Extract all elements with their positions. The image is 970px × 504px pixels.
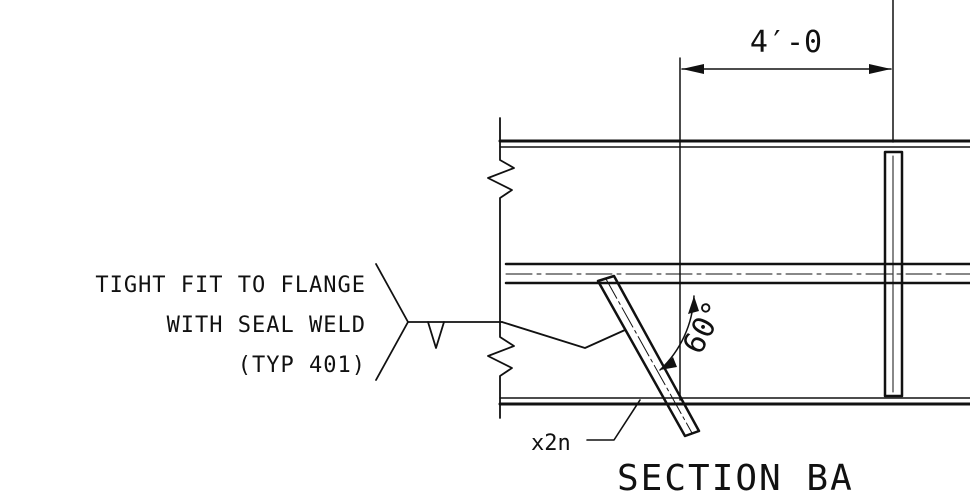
multiplier-leader xyxy=(586,399,641,441)
web-plate xyxy=(504,262,970,285)
multiplier-label: x2n xyxy=(531,431,571,456)
angle-indicator xyxy=(659,295,699,371)
dim-arrow-left xyxy=(682,64,704,74)
dim-arrow-right xyxy=(869,64,891,74)
dimension xyxy=(679,0,894,401)
weld-note-line-2: WITH SEAL WELD xyxy=(167,313,366,338)
bottom-flange xyxy=(498,397,970,406)
diagonal-stiffener xyxy=(596,274,701,438)
top-flange xyxy=(498,139,970,148)
section-title: SECTION BA xyxy=(617,458,854,499)
weld-note-line-1: TIGHT FIT TO FLANGE xyxy=(95,273,366,298)
angle-label: 60° xyxy=(676,295,732,359)
transverse-stiffener xyxy=(882,150,905,398)
dimension-label: 4′-0 xyxy=(750,25,822,60)
angle-arrow-top xyxy=(688,296,699,314)
weld-symbol xyxy=(375,263,626,381)
weld-note-line-3: (TYP 401) xyxy=(238,353,366,378)
break-line xyxy=(487,117,515,419)
angle-arrow-bottom xyxy=(660,357,677,370)
